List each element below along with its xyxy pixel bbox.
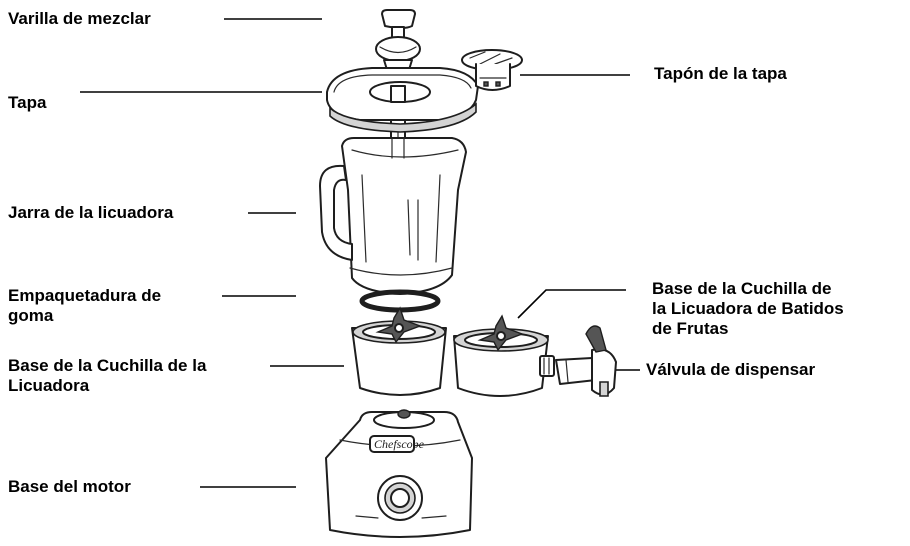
label-base-de-la-cuchilla: Base de la Cuchilla de la Licuadora <box>8 356 207 395</box>
label-jarra-de-la-licuadora: Jarra de la licuadora <box>8 203 174 222</box>
label-tapa: Tapa <box>8 93 47 112</box>
smoothie-blade-base-illustration <box>453 314 555 397</box>
logo-text: Chefscope <box>374 437 425 451</box>
lid-illustration <box>326 67 479 133</box>
label-empaquetadura-de-goma: Empaquetadura de goma <box>8 286 162 325</box>
leader-base-cuchilla-batidos <box>517 289 626 319</box>
jug-illustration <box>319 137 467 295</box>
label-base-del-motor: Base del motor <box>8 477 131 496</box>
blade-base-illustration <box>351 306 447 396</box>
label-varilla-de-mezclar: Varilla de mezclar <box>8 9 151 28</box>
leader-lines <box>80 18 640 488</box>
motor-base-illustration: Chefscope <box>325 409 473 538</box>
label-valvula-de-dispensar: Válvula de dispensar <box>646 360 816 379</box>
lid-cap-illustration <box>461 49 523 91</box>
label-tapon-de-la-tapa: Tapón de la tapa <box>654 64 787 83</box>
label-base-de-la-cuchilla-de-batidos: Base de la Cuchilla de la Licuadora de B… <box>652 279 844 338</box>
valve-illustration <box>555 325 617 397</box>
